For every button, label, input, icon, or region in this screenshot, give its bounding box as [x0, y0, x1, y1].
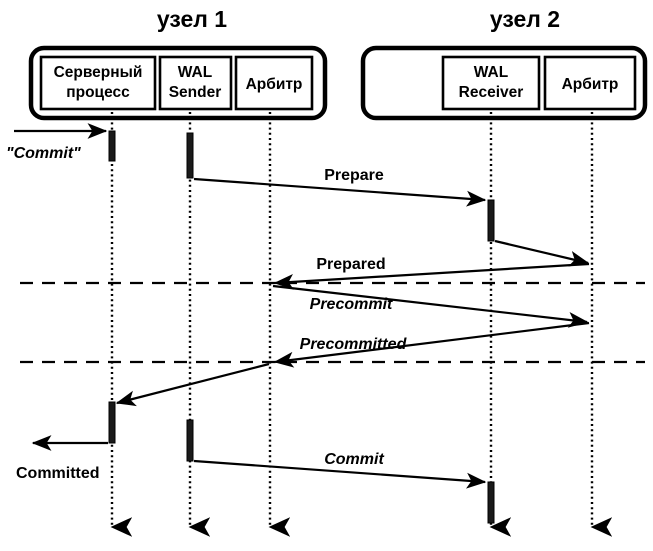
message-arrow-prepare — [193, 177, 487, 207]
activation-wal-receiver-2 — [487, 481, 495, 524]
activation-server-process-2 — [108, 401, 116, 444]
message-label-commit: Commit — [324, 451, 384, 468]
participant-label-wal-receiver-line2: Receiver — [459, 84, 524, 101]
activation-wal-receiver-1 — [487, 199, 495, 242]
participant-box-arbiter-2[interactable] — [543, 55, 637, 111]
message-arrow-precommitted — [273, 321, 590, 368]
participant-label-server-process-line1: Серверный — [54, 64, 143, 81]
participant-label-wal-sender-line2: Sender — [169, 84, 222, 101]
message-label-prepare: Prepare — [324, 167, 384, 184]
activation-wal-sender-2 — [186, 419, 194, 462]
message-label-precommitted: Precommitted — [300, 336, 408, 353]
participant-label-arbiter-2: Арбитр — [562, 76, 619, 93]
participant-label-wal-receiver-line1: WAL — [474, 64, 508, 81]
message-arrow-prepared — [273, 262, 590, 290]
message-arrow-precommit — [272, 284, 589, 328]
participant-box-server-process[interactable] — [39, 55, 157, 111]
node1-title: узел 1 — [157, 6, 227, 32]
participant-label-wal-sender-line1: WAL — [178, 64, 212, 81]
message-label-commit-in: "Commit" — [6, 145, 81, 162]
participant-box-wal-sender[interactable] — [158, 55, 233, 111]
activation-server-process-1 — [108, 130, 116, 162]
node2-title: узел 2 — [490, 6, 560, 32]
participant-label-arbiter-1: Арбитр — [246, 76, 303, 93]
participant-box-wal-receiver[interactable] — [441, 55, 541, 111]
message-label-committed-out: Committed — [16, 465, 100, 482]
message-label-prepared: Prepared — [316, 256, 385, 273]
message-arrow-prepare-to-arbiter2 — [494, 239, 590, 267]
message-label-precommit: Precommit — [310, 296, 393, 313]
participant-box-arbiter-1[interactable] — [234, 55, 314, 111]
activation-wal-sender-1 — [186, 132, 194, 179]
message-arrow-commit — [193, 459, 487, 489]
message-arrow-precommitted-to-server — [115, 362, 270, 407]
participant-label-server-process-line2: процесс — [66, 84, 130, 101]
